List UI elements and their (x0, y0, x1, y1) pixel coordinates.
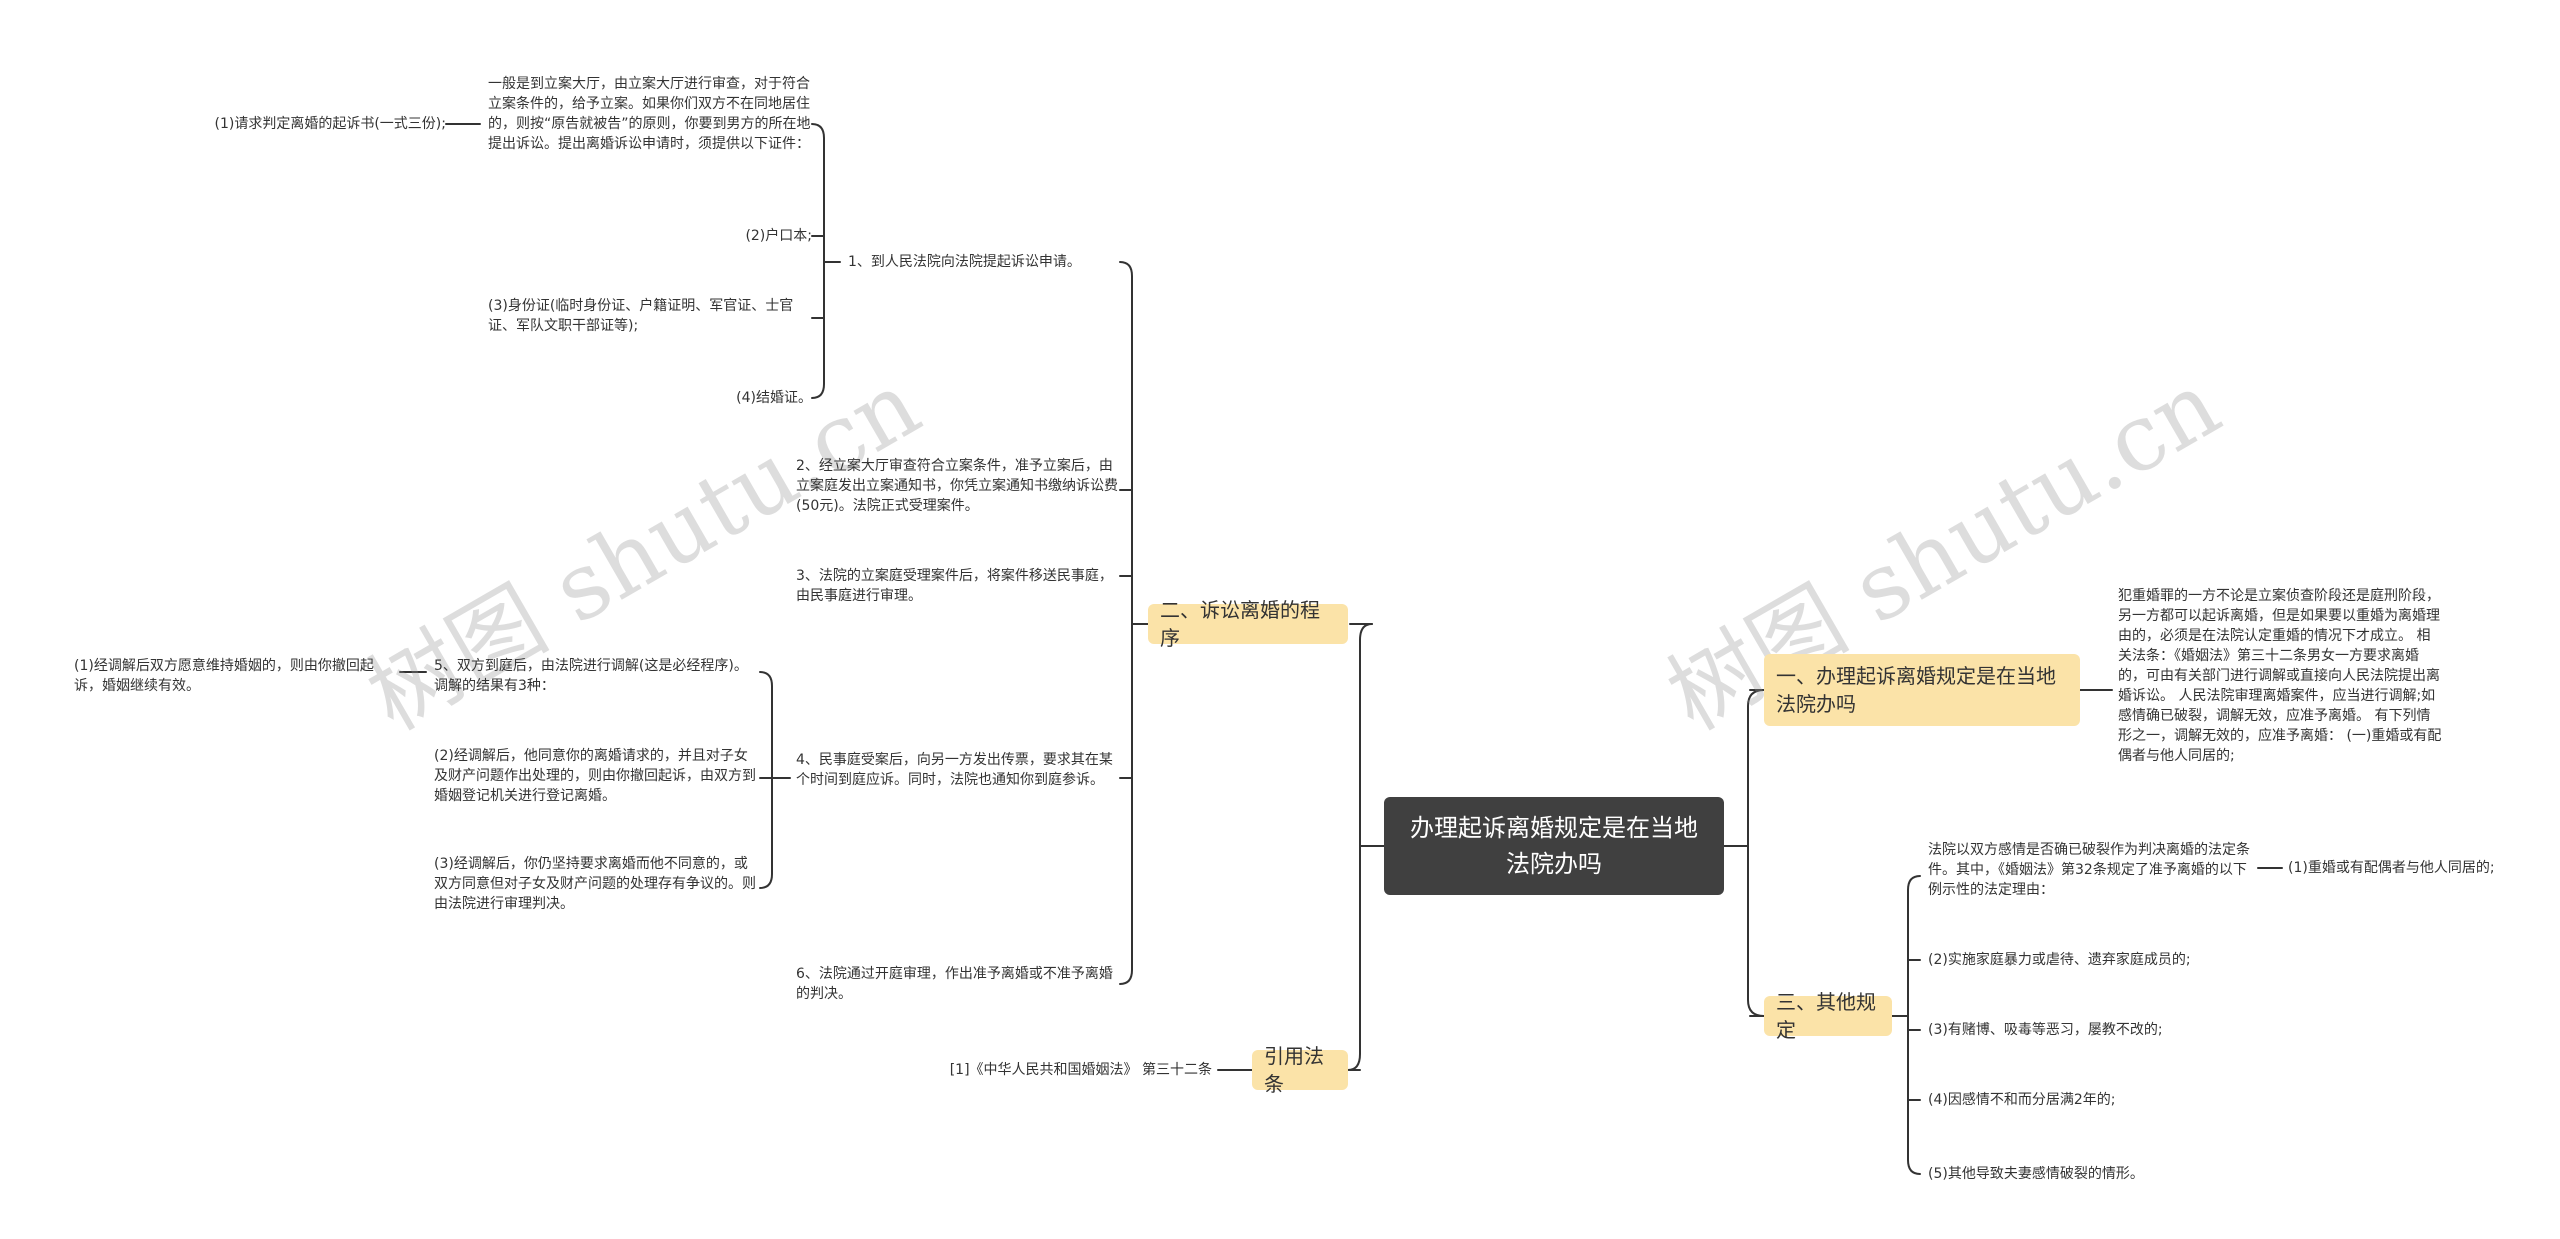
connector-left-trunk (1347, 623, 1373, 1071)
step-1-intro: 一般是到立案大厅，由立案大厅进行审查，对于符合立案条件的，给予立案。如果你们双方… (488, 76, 811, 152)
doc-4: (4)结婚证。 (736, 390, 812, 406)
local-court-note: 犯重婚罪的一方不论是立案侦查阶段还是庭刑阶段，另一方都可以起诉离婚，但是如果要以… (2118, 588, 2442, 764)
doc-3: (3)身份证(临时身份证、户籍证明、军官证、士官证、军队文职干部证等); (488, 298, 794, 334)
other-rules-item-1: (1)重婚或有配偶者与他人同居的; (2288, 860, 2495, 876)
branch-litigation-procedure[interactable]: 二、诉讼离婚的程序 (1148, 598, 1348, 650)
other-rules-item-3: (3)有赌博、吸毒等恶习，屡教不改的; (1928, 1022, 2163, 1038)
connector-step1-spine (811, 123, 825, 399)
root-topic-label: 办理起诉离婚规定是在当地法院办吗 (1410, 814, 1698, 878)
other-rules-item-2: (2)实施家庭暴力或虐待、遗弃家庭成员的; (1928, 952, 2191, 968)
connector-right-trunk (1747, 689, 1765, 1017)
step-5: 5、双方到庭后，由法院进行调解(这是必经程序)。调解的结果有3种： (434, 658, 748, 694)
result-3: (3)经调解后，你仍坚持要求离婚而他不同意的，或双方同意但对子女及财产问题的处理… (434, 856, 756, 912)
branch-other-rules[interactable]: 三、其他规定 (1764, 990, 1892, 1042)
step-6: 6、法院通过开庭审理，作出准予离婚或不准予离婚的判决。 (796, 966, 1113, 1002)
connector-b2-spine (1119, 261, 1133, 985)
branch-litigation-procedure-label: 二、诉讼离婚的程序 (1160, 598, 1320, 650)
result-2: (2)经调解后，他同意你的离婚请求的，并且对子女及财产问题作出处理的，则由你撤回… (434, 748, 756, 804)
other-rules-item-4: (4)因感情不和而分居满2年的; (1928, 1092, 2116, 1108)
cited-law-ref: [1]《中华人民共和国婚姻法》 第三十二条 (949, 1062, 1212, 1078)
result-1: (1)经调解后双方愿意维持婚姻的，则由你撤回起诉，婚姻继续有效。 (74, 658, 374, 694)
other-rules-intro: 法院以双方感情是否确已破裂作为判决离婚的法定条件。其中，《婚姻法》第32条规定了… (1928, 842, 2250, 898)
branch-local-court[interactable]: 一、办理起诉离婚规定是在当地法院办吗 (1764, 654, 2080, 726)
branch-other-rules-label: 三、其他规定 (1776, 990, 1876, 1042)
step-4: 4、民事庭受案后，向另一方发出传票，要求其在某个时间到庭应诉。同时，法院也通知你… (796, 752, 1113, 788)
step-2: 2、经立案大厅审查符合立案条件，准予立案后，由立案庭发出立案通知书，你凭立案通知… (796, 458, 1118, 514)
doc-2: (2)户口本; (745, 228, 812, 244)
step-1: 1、到人民法院向法院提起诉讼申请。 (848, 254, 1081, 270)
branch-cited-law-label: 引用法条 (1264, 1044, 1324, 1096)
step-3: 3、法院的立案庭受理案件后，将案件移送民事庭，由民事庭进行审理。 (796, 568, 1113, 604)
other-rules-item-5: (5)其他导致夫妻感情破裂的情形。 (1928, 1166, 2144, 1182)
branch-local-court-label: 一、办理起诉离婚规定是在当地法院办吗 (1776, 664, 2056, 716)
branch-cited-law[interactable]: 引用法条 (1252, 1044, 1348, 1096)
connector-step5-spine (759, 671, 773, 889)
doc-1: (1)请求判定离婚的起诉书(一式三份); (214, 116, 446, 132)
root-topic[interactable]: 办理起诉离婚规定是在当地法院办吗 (1384, 797, 1724, 895)
connector-b3-spine (1907, 875, 1921, 1175)
